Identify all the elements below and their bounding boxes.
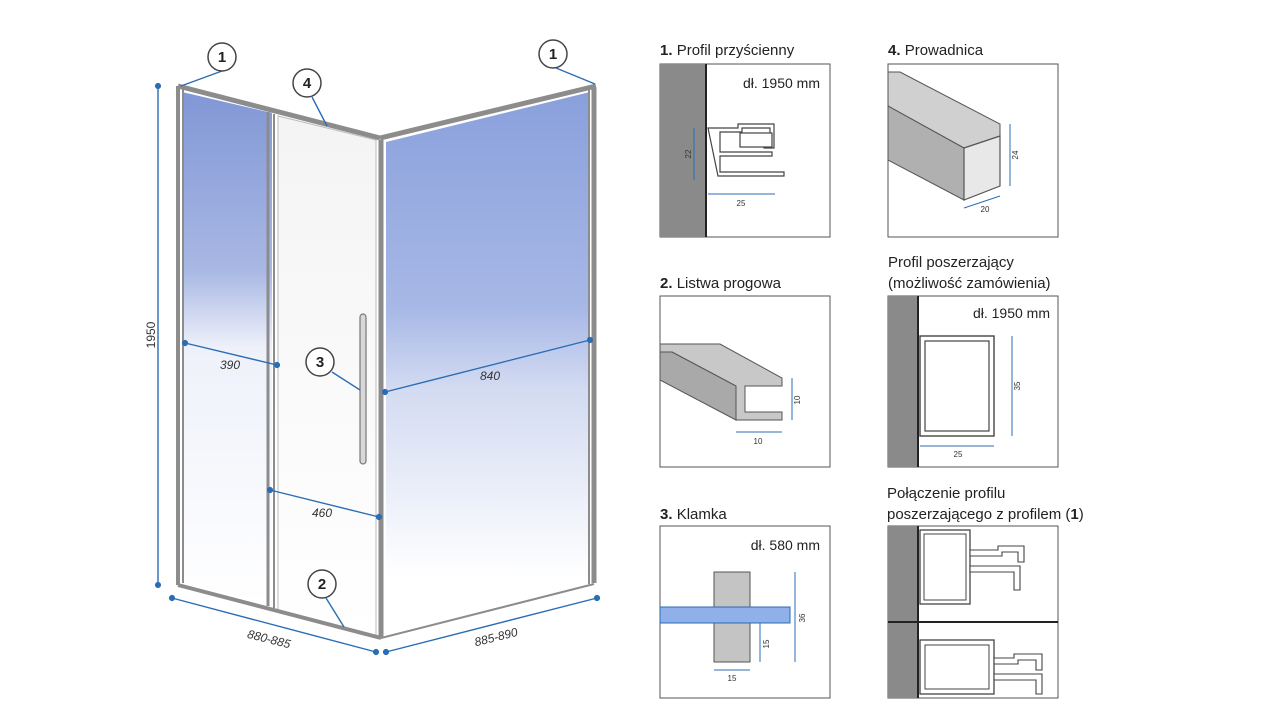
panel-1-dim-w: 25: [737, 199, 746, 208]
panel-threshold-strip: 2. Listwa progowa 10 10: [659, 275, 831, 468]
panel-wall-profile: 1. Profil przyścienny dł. 1950 mm 22 25: [659, 42, 831, 238]
panel-3-length: dł. 580 mm: [751, 537, 820, 553]
right-glass-panel: [386, 92, 590, 632]
panel-5-title-line1: Profil poszerzający: [888, 254, 1014, 271]
dim-height: 1950: [144, 321, 158, 348]
panel-4-number: 4.: [888, 42, 901, 59]
dim-left-width: 390: [220, 358, 240, 372]
panel-6-title-ref: 1: [1070, 506, 1078, 523]
panel-5-dim-h: 35: [1013, 381, 1022, 390]
panel-5-length: dł. 1950 mm: [973, 305, 1050, 321]
svg-text:2. Listwa progowa: 2. Listwa progowa: [660, 275, 782, 292]
panel-4-title: Prowadnica: [905, 42, 984, 59]
svg-text:4. Prowadnica: 4. Prowadnica: [888, 42, 984, 59]
callout-1-right: 1: [549, 46, 557, 63]
panel-2-dim-w: 10: [754, 437, 763, 446]
panel-3-title: Klamka: [677, 506, 728, 523]
panel-5-title-line2: (możliwość zamówienia): [888, 275, 1051, 292]
panel-6-title-line1: Połączenie profilu: [887, 485, 1005, 502]
panel-6-title-close: ): [1079, 506, 1084, 523]
panel-1-number: 1.: [660, 42, 673, 59]
left-glass-panel: [182, 92, 272, 604]
callout-4: 4: [303, 75, 312, 92]
callouts: [180, 39, 596, 628]
panel-handle: 3. Klamka dł. 580 mm 36 15 15: [659, 506, 831, 699]
door-handle: [359, 313, 367, 465]
panel-3-number: 3.: [660, 506, 673, 523]
panel-1-title: Profil przyścienny: [677, 42, 795, 59]
svg-text:3. Klamka: 3. Klamka: [660, 506, 727, 523]
enclosure-dimensions: [154, 82, 601, 656]
callout-1-left: 1: [218, 49, 226, 66]
svg-text:poszerzającego z profilem (1): poszerzającego z profilem (1): [887, 506, 1084, 523]
panel-1-dim-h: 22: [684, 149, 693, 158]
panel-extension-profile: Profil poszerzający (możliwość zamówieni…: [887, 254, 1059, 468]
panel-guide-rail: 4. Prowadnica 24 20: [887, 42, 1059, 238]
shower-enclosure: [176, 83, 597, 640]
panel-3-dim-h1: 36: [798, 613, 807, 622]
panel-1-length: dł. 1950 mm: [743, 75, 820, 91]
panel-3-dim-w: 15: [728, 674, 737, 683]
dim-door: 460: [312, 506, 332, 520]
dim-front: 880-885: [246, 627, 292, 651]
callout-3: 3: [316, 354, 324, 371]
panel-4-dim-w: 20: [981, 205, 990, 214]
callout-2: 2: [318, 576, 326, 593]
panel-2-number: 2.: [660, 275, 673, 292]
panel-5-dim-w: 25: [954, 450, 963, 459]
dim-right-width: 840: [480, 369, 500, 383]
panel-2-dim-h: 10: [793, 395, 802, 404]
panel-profile-connection: Połączenie profilu poszerzającego z prof…: [887, 485, 1084, 699]
panel-2-title: Listwa progowa: [677, 275, 782, 292]
panel-4-dim-h: 24: [1011, 150, 1020, 159]
panel-3-dim-h2: 15: [762, 639, 771, 648]
svg-text:1. Profil przyścienny: 1. Profil przyścienny: [660, 42, 795, 59]
panel-6-title-line2: poszerzającego z profilem (: [887, 506, 1070, 523]
